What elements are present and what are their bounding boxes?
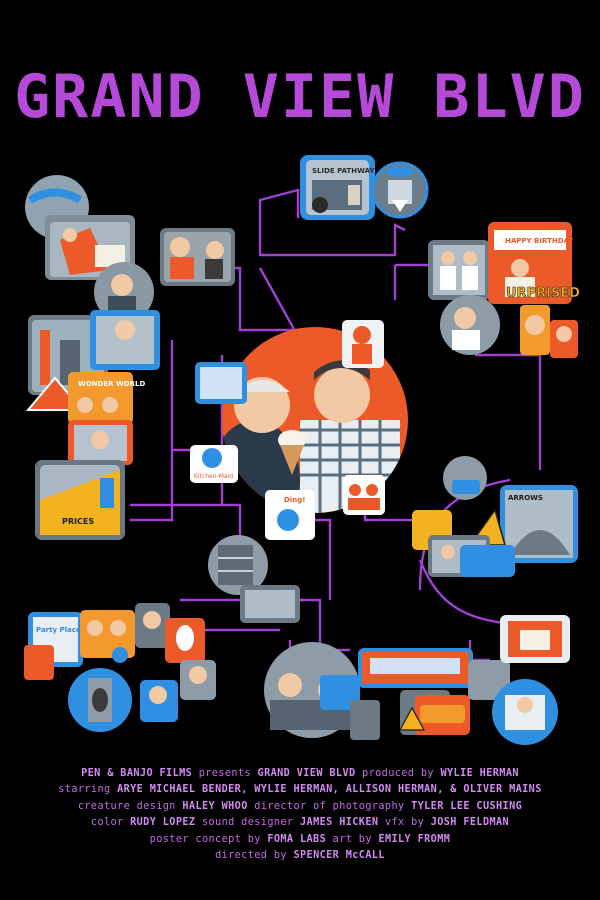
wonder-world-text: WONDER WORLD	[78, 380, 145, 388]
birthday-cluster: HAPPY BIRTHDAY URPRISED	[428, 222, 580, 358]
credit-art-label: art by	[326, 833, 379, 845]
credit-color-label: color	[90, 817, 131, 829]
credit-vfx: JOSH FELDMAN	[430, 817, 510, 829]
credit-director: SPENCER McCALL	[293, 850, 385, 862]
credit-creature-designer: HALEY WHOO	[182, 800, 248, 812]
credit-line-1: PEN & BANJO FILMS presents GRAND VIEW BL…	[0, 766, 600, 782]
credit-sound-label: sound designer	[195, 817, 300, 829]
phone-panel	[500, 615, 570, 663]
left-middle-cluster: WONDER WORLD	[25, 310, 160, 465]
credit-studio: PEN & BANJO FILMS	[81, 768, 193, 779]
party-place-text: Party Place	[36, 626, 81, 634]
credit-dop-label: director of photography	[247, 800, 412, 812]
ding-text: Ding!	[284, 496, 305, 504]
arrows-text: ARROWS	[508, 494, 543, 502]
credit-presents: presents	[192, 768, 258, 779]
credit-artist: EMILY FROMM	[378, 833, 451, 845]
prices-text: PRICES	[62, 517, 94, 526]
credit-line-5: poster concept by FOMA LABS art by EMILY…	[0, 832, 600, 848]
party-place-cluster: Party Place	[24, 603, 216, 732]
credit-producer: WYLIE HERMAN	[440, 768, 519, 779]
top-left-cluster	[25, 175, 235, 322]
credit-colorist: RUDY LOPEZ	[130, 817, 196, 829]
credit-film-title: GRAND VIEW BLVD	[257, 768, 356, 779]
credit-poster-concept-label: poster concept by	[149, 833, 268, 845]
prices-store-panel: PRICES	[35, 460, 125, 540]
credit-starring: starring	[58, 784, 118, 796]
credits-block: PEN & BANJO FILMS presents GRAND VIEW BL…	[0, 766, 600, 864]
slide-pathway-panel: SLIDE PATHWAY	[300, 155, 375, 220]
kitchen-maid-text: Kitchen-Maid	[194, 473, 233, 480]
credit-line-3: creature design HALEY WHOO director of p…	[0, 799, 600, 815]
credit-dop: TYLER LEE CUSHING	[411, 800, 523, 812]
happy-birthday-text: HAPPY BIRTHDAY	[505, 237, 574, 245]
credit-creature-design: creature design	[77, 800, 183, 812]
right-middle-cluster: ARROWS	[412, 456, 578, 577]
credit-vfx-label: vfx by	[378, 817, 431, 829]
credit-line-6: directed by SPENCER McCALL	[0, 848, 600, 864]
credit-line-2: starring ARYE MICHAEL BENDER, WYLIE HERM…	[0, 782, 600, 798]
credit-poster-concept: FOMA LABS	[267, 833, 327, 845]
credit-produced-by: produced by	[355, 768, 441, 779]
slide-pathway-text: SLIDE PATHWAY	[312, 167, 375, 175]
car-scene-cluster	[264, 642, 558, 745]
poster-title: GRAND VIEW BLVD	[14, 62, 586, 132]
filing-cabinet-panel	[208, 535, 300, 623]
credit-cast: ARYE MICHAEL BENDER, WYLIE HERMAN, ALLIS…	[117, 784, 542, 796]
credit-directed-label: directed by	[215, 850, 294, 862]
credit-sound-designer: JAMES HICKEN	[300, 817, 379, 829]
center-icons: Kitchen-Maid Ding!	[190, 320, 385, 540]
credit-line-4: color RUDY LOPEZ sound designer JAMES HI…	[0, 815, 600, 831]
surprised-text: URPRISED	[506, 286, 580, 301]
machine-circle	[371, 161, 429, 219]
